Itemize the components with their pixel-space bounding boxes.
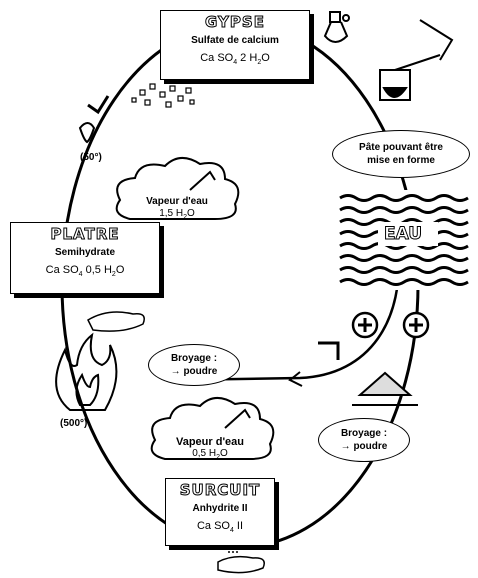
cloud-arrow-top	[189, 170, 216, 191]
arrow-head-inner	[318, 341, 340, 360]
broyage-right-value: poudre	[353, 441, 388, 452]
platre-formula-part: O	[115, 264, 125, 276]
surcuit-formula-sub: 4	[229, 527, 234, 535]
cloud-arrow-bottom	[224, 408, 251, 429]
arrow-head-top-left	[87, 95, 110, 115]
gypse-formula: Ca SO4 2 H2O	[161, 52, 309, 66]
vapour-top-line2: 1,5 H2O	[122, 208, 232, 224]
platre-formula-part: Ca SO	[45, 264, 79, 276]
gypse-title: GYPSE	[205, 13, 265, 32]
vapour-top-part: O	[187, 208, 195, 219]
vapour-top-part: 1,5 H	[159, 208, 184, 219]
surcuit-formula: Ca SO4 II	[166, 520, 274, 534]
vapour-top-sub: 2	[183, 214, 188, 221]
grinding-bowl-icon	[352, 371, 418, 406]
surcuit-formula-part: Ca SO	[196, 520, 230, 532]
gypse-formula-sub: 2	[257, 59, 262, 67]
flame-icon	[55, 332, 118, 411]
broyage-left-line2: → poudre	[170, 366, 218, 377]
vapour-bottom-part: 0,5 H	[192, 448, 217, 459]
vapour-bottom-part: O	[220, 448, 228, 459]
plus-circle-left	[351, 311, 379, 339]
broyage-left-ellipse: Broyage : → poudre	[148, 344, 240, 386]
flask-icon	[323, 11, 350, 43]
surcuit-formula-part: II	[233, 520, 244, 532]
broyage-left-line1: Broyage :	[170, 353, 218, 364]
surcuit-box: SURCUIT Anhydrite II Ca SO4 II	[165, 478, 275, 546]
gypse-formula-sub: 4	[233, 59, 238, 67]
vapour-top-line1: Vapeur d'eau	[146, 196, 208, 207]
surcuit-title: SURCUIT	[179, 481, 261, 500]
drying-icon	[78, 122, 96, 144]
gypse-box: GYPSE Sulfate de calcium Ca SO4 2 H2O	[160, 10, 310, 80]
plus-circle-right	[402, 311, 430, 339]
vapour-cloud-bottom	[150, 397, 275, 460]
platre-subtitle: Semihydrate	[54, 247, 116, 258]
platre-box: PLATRE Semihydrate Ca SO4 0,5 H2O	[10, 222, 160, 294]
arrow-head-return	[288, 371, 303, 387]
eau-label: EAU	[383, 224, 423, 245]
gypse-formula-part: Ca SO	[200, 52, 234, 64]
temp-50-label: (50°)	[80, 152, 102, 163]
vapour-bottom-line2: 0,5 H2O	[152, 448, 268, 464]
paste-line1: Pâte pouvant être	[359, 142, 443, 153]
broyage-right-line1: Broyage :	[340, 428, 388, 439]
vapour-bottom-sub: 2	[216, 454, 221, 461]
paste-line2: mise en forme	[367, 155, 435, 166]
platre-formula-sub: 2	[111, 271, 116, 279]
platre-formula: Ca SO4 0,5 H2O	[11, 264, 159, 278]
vapour-top-text: Vapeur d'eau 1,5 H2O	[122, 196, 232, 224]
gypse-formula-part: O	[261, 52, 270, 64]
mixing-bowl-icon	[379, 19, 454, 101]
broyage-right-ellipse: Broyage : → poudre	[318, 418, 410, 462]
powder-pile-left-icon	[87, 311, 145, 332]
gypse-formula-part: 2 H	[237, 52, 258, 64]
vapour-bottom-line1: Vapeur d'eau	[175, 436, 245, 448]
gypse-subtitle: Sulfate de calcium	[191, 35, 279, 46]
broyage-left-value: poudre	[183, 366, 218, 377]
gypsum-crystals-icon	[131, 83, 195, 108]
powder-pile-bottom-icon	[217, 551, 265, 574]
paste-ellipse: Pâte pouvant être mise en forme	[332, 130, 470, 178]
surcuit-subtitle: Anhydrite II	[192, 503, 248, 514]
platre-formula-part: 0,5 H	[82, 264, 112, 276]
broyage-right-line2: → poudre	[340, 441, 388, 452]
platre-title: PLATRE	[50, 225, 120, 244]
platre-formula-sub: 4	[78, 271, 83, 279]
temp-500-label: (500°)	[60, 418, 88, 429]
water-block	[339, 190, 470, 290]
vapour-bottom-text: Vapeur d'eau 0,5 H2O	[152, 436, 268, 464]
